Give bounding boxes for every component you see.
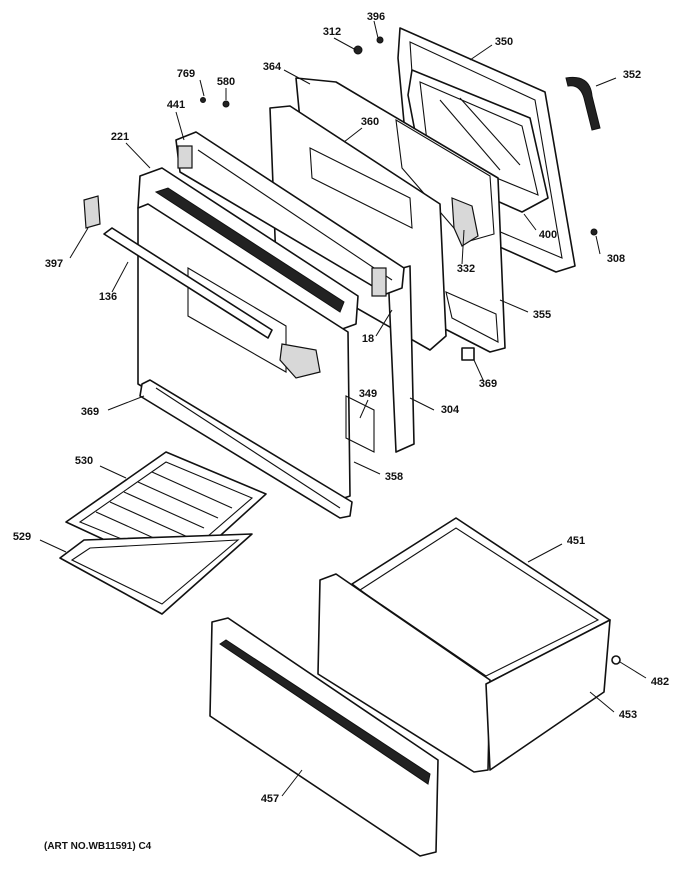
callout-397: 397 (45, 258, 63, 270)
callout-18: 18 (362, 333, 374, 345)
callout-580: 580 (217, 76, 235, 88)
callout-529: 529 (13, 531, 31, 543)
callout-369-right: 369 (479, 378, 497, 390)
callout-136: 136 (99, 291, 117, 303)
callout-312: 312 (323, 26, 341, 38)
callout-358: 358 (385, 471, 403, 483)
callout-453: 453 (619, 709, 637, 721)
callout-349: 349 (359, 388, 377, 400)
drawer-front-panel (209, 617, 439, 857)
callout-355: 355 (533, 309, 551, 321)
callout-labels: 396 312 350 352 364 769 580 441 360 221 … (13, 11, 669, 805)
callout-396: 396 (367, 11, 385, 23)
door-handle (565, 76, 601, 131)
callout-308: 308 (607, 253, 625, 265)
art-number-caption: (ART NO.WB11591) C4 (44, 841, 152, 852)
callout-769: 769 (177, 68, 195, 80)
leader-lines (39, 20, 647, 797)
callout-530: 530 (75, 455, 93, 467)
callout-352: 352 (623, 69, 641, 81)
callout-441: 441 (167, 99, 185, 111)
storage-drawer (317, 517, 611, 773)
fasteners (200, 36, 621, 693)
door-handle-bar (103, 227, 273, 339)
upper-frame (175, 131, 405, 297)
callout-369-door: 369 (81, 406, 99, 418)
callout-400: 400 (539, 229, 557, 241)
door-bottom-trim (139, 379, 353, 519)
callout-364: 364 (263, 61, 282, 73)
callout-451: 451 (567, 535, 585, 547)
side-trim-strip (387, 265, 415, 453)
callout-360: 360 (361, 116, 379, 128)
callout-332: 332 (457, 263, 475, 275)
callout-304: 304 (441, 404, 460, 416)
callout-457: 457 (261, 793, 279, 805)
callout-482: 482 (651, 676, 669, 688)
hinge-bracket (83, 195, 101, 229)
callout-350: 350 (495, 36, 513, 48)
callout-221: 221 (111, 131, 129, 143)
broiler-pan (59, 533, 253, 615)
